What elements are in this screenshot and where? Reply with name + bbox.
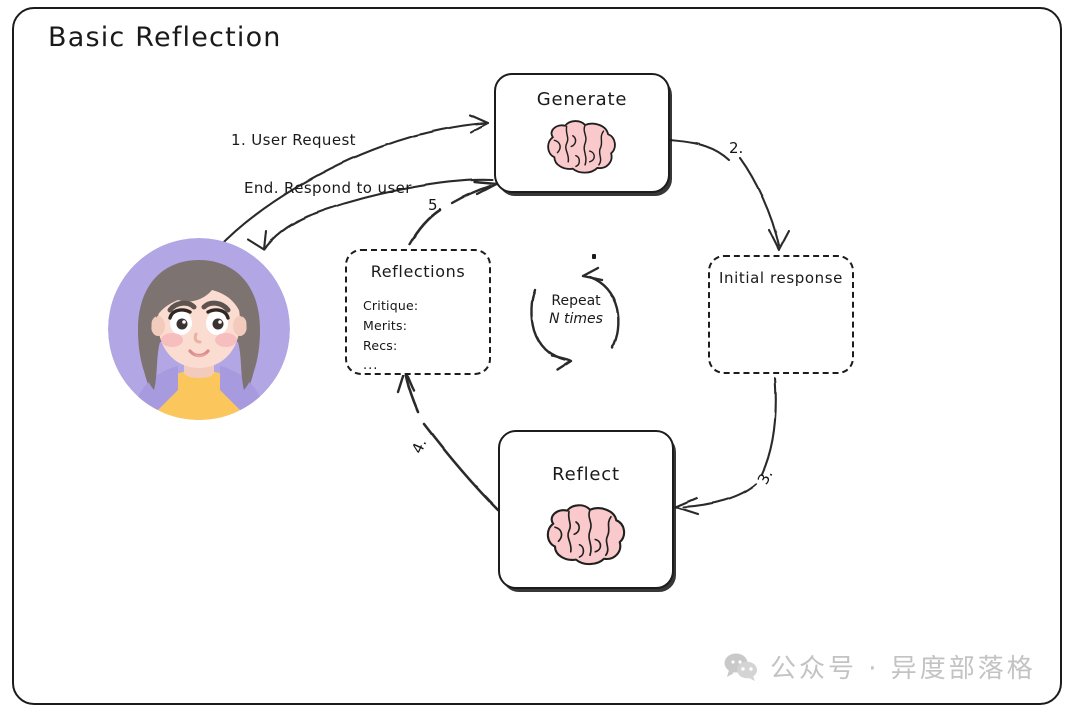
list-item: Critique:: [363, 295, 425, 315]
edge-label-step-5: 5.: [428, 196, 443, 214]
node-initial-response-label: Initial response: [718, 269, 843, 287]
node-reflect[interactable]: Reflect: [498, 430, 674, 589]
ink-speck: [592, 254, 596, 259]
reflections-key-recs: Recs:: [363, 337, 398, 353]
wechat-icon: [724, 653, 757, 681]
reflections-ellipsis: ...: [363, 357, 379, 373]
node-generate[interactable]: Generate: [494, 73, 670, 193]
node-reflections-label: Reflections: [370, 262, 466, 281]
edge-label-user-request: 1. User Request: [231, 131, 356, 149]
list-item: ...: [363, 355, 425, 375]
edge-label-respond-to-user: End. Respond to user: [244, 179, 412, 197]
edge-label-step-2: 2.: [729, 139, 744, 157]
node-generate-label: Generate: [536, 89, 628, 110]
watermark: 公众号 · 异度部落格: [724, 648, 1036, 685]
node-reflect-label: Reflect: [552, 464, 620, 485]
avatar[interactable]: [108, 238, 290, 420]
list-item: Recs:: [363, 335, 425, 355]
node-initial-response[interactable]: Initial response: [708, 255, 854, 374]
repeat-loop-note: Repeat N times: [528, 292, 624, 352]
watermark-text: 公众号 · 异度部落格: [770, 654, 1036, 684]
brain-icon: [547, 120, 616, 174]
reflections-key-merits: Merits:: [363, 317, 408, 333]
woman-avatar-icon: [108, 238, 290, 420]
reflections-key-critique: Critique:: [363, 297, 419, 313]
repeat-line-2: N times: [549, 311, 603, 327]
reflections-list: Critique: Merits: Recs: ...: [363, 295, 425, 375]
repeat-line-1: Repeat: [551, 293, 601, 309]
node-reflections[interactable]: Reflections Critique: Merits: Recs: ...: [345, 249, 491, 375]
page-title: Basic Reflection: [48, 22, 282, 53]
list-item: Merits:: [363, 315, 425, 335]
brain-icon: [546, 504, 626, 566]
